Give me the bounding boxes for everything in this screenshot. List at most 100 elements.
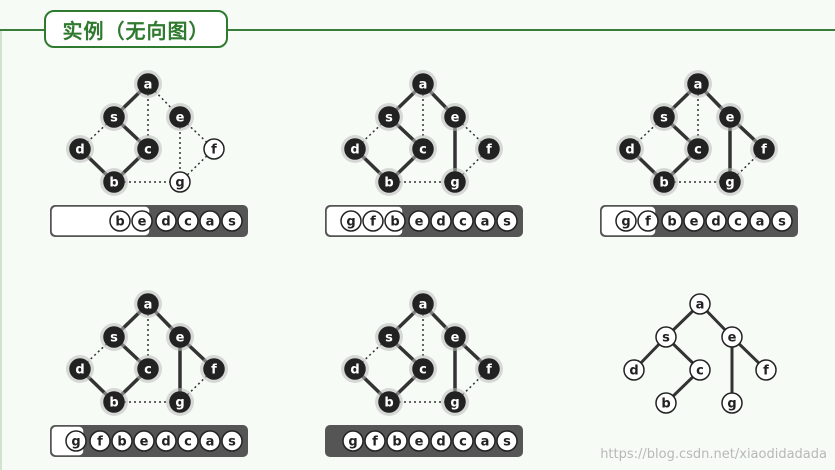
node-a xyxy=(687,73,709,95)
title-rule xyxy=(0,29,835,31)
node-label-s: s xyxy=(660,111,668,126)
stack-item-label-s: s xyxy=(503,215,511,230)
tree-node-label-a: a xyxy=(696,298,705,313)
stack-item-label-f: f xyxy=(97,435,103,450)
stack-item-label-a: a xyxy=(206,435,215,450)
stack-item-b xyxy=(384,210,406,232)
stack-item-d xyxy=(155,210,177,232)
left-border xyxy=(0,29,2,470)
node-e xyxy=(169,326,191,348)
stack-item-b xyxy=(109,210,131,232)
node-g xyxy=(719,171,741,193)
stack-item-label-f: f xyxy=(372,435,378,450)
node-label-b: b xyxy=(659,176,668,191)
stack-item-s xyxy=(771,210,793,232)
stack-item-s xyxy=(221,210,243,232)
watermark: https://blog.csdn.net/xiaodidadada xyxy=(600,447,827,462)
stack-item-e xyxy=(683,210,705,232)
stack-item-a xyxy=(199,430,221,452)
node-label-f: f xyxy=(486,143,492,158)
node-e xyxy=(719,106,741,128)
node-c xyxy=(412,358,434,380)
node-e xyxy=(444,326,466,348)
stack-item-label-b: b xyxy=(392,435,401,450)
stack-item-label-b: b xyxy=(115,215,124,230)
node-label-e: e xyxy=(726,111,735,126)
stack-item-s xyxy=(496,430,518,452)
tree-node-b xyxy=(655,392,677,414)
node-label-g: g xyxy=(725,176,734,191)
node-label-e: e xyxy=(176,331,185,346)
node-b xyxy=(653,171,675,193)
stack-item-label-e: e xyxy=(415,215,424,230)
node-label-c: c xyxy=(694,143,702,158)
stack-item-label-g: g xyxy=(346,215,355,230)
node-c xyxy=(137,138,159,160)
node-label-a: a xyxy=(144,298,153,313)
stack-item-label-e: e xyxy=(690,215,699,230)
stack-item-s xyxy=(496,210,518,232)
node-label-d: d xyxy=(350,143,359,158)
stack-item-f xyxy=(364,430,386,452)
stack-item-label-a: a xyxy=(481,435,490,450)
node-label-c: c xyxy=(419,143,427,158)
node-label-s: s xyxy=(385,331,393,346)
stack-item-e xyxy=(131,210,153,232)
stack-item-e xyxy=(408,210,430,232)
node-label-b: b xyxy=(384,176,393,191)
tree-node-s xyxy=(655,326,677,348)
stack-item-label-c: c xyxy=(459,215,467,230)
node-f xyxy=(203,358,225,380)
node-d xyxy=(69,358,91,380)
node-c xyxy=(137,358,159,380)
stack-item-label-e: e xyxy=(140,435,149,450)
node-label-d: d xyxy=(75,143,84,158)
node-s xyxy=(653,106,675,128)
node-g xyxy=(169,391,191,413)
node-label-c: c xyxy=(144,143,152,158)
tree-node-label-b: b xyxy=(661,397,670,412)
node-f xyxy=(203,138,225,160)
node-g xyxy=(444,171,466,193)
node-label-g: g xyxy=(175,396,184,411)
title-box: 实例（无向图） xyxy=(44,10,228,48)
tree-node-g xyxy=(721,392,743,414)
stack-item-label-b: b xyxy=(390,215,399,230)
node-label-f: f xyxy=(211,143,217,158)
tree-node-f xyxy=(755,359,777,381)
stack-item-g xyxy=(340,210,362,232)
stack-item-label-c: c xyxy=(184,435,192,450)
stack-item-label-c: c xyxy=(184,215,192,230)
stack-item-label-a: a xyxy=(756,215,765,230)
node-b xyxy=(378,171,400,193)
tree-node-e xyxy=(721,326,743,348)
tree-node-label-d: d xyxy=(629,364,638,379)
tree-node-a xyxy=(689,293,711,315)
stack-item-a xyxy=(474,430,496,452)
stack-item-b xyxy=(661,210,683,232)
stack-item-g xyxy=(615,210,637,232)
node-label-d: d xyxy=(75,363,84,378)
node-e xyxy=(169,106,191,128)
node-label-a: a xyxy=(694,78,703,93)
tree-node-label-e: e xyxy=(728,331,737,346)
stack-item-g xyxy=(65,430,87,452)
stack-item-e xyxy=(408,430,430,452)
tree-node-label-c: c xyxy=(696,364,704,379)
stack-item-c xyxy=(177,430,199,452)
stack-item-label-g: g xyxy=(71,435,80,450)
node-label-a: a xyxy=(419,298,428,313)
node-s xyxy=(103,106,125,128)
node-label-f: f xyxy=(761,143,767,158)
stack-item-d xyxy=(155,430,177,452)
stack-item-c xyxy=(452,430,474,452)
node-a xyxy=(412,73,434,95)
node-a xyxy=(137,73,159,95)
stack-item-a xyxy=(474,210,496,232)
